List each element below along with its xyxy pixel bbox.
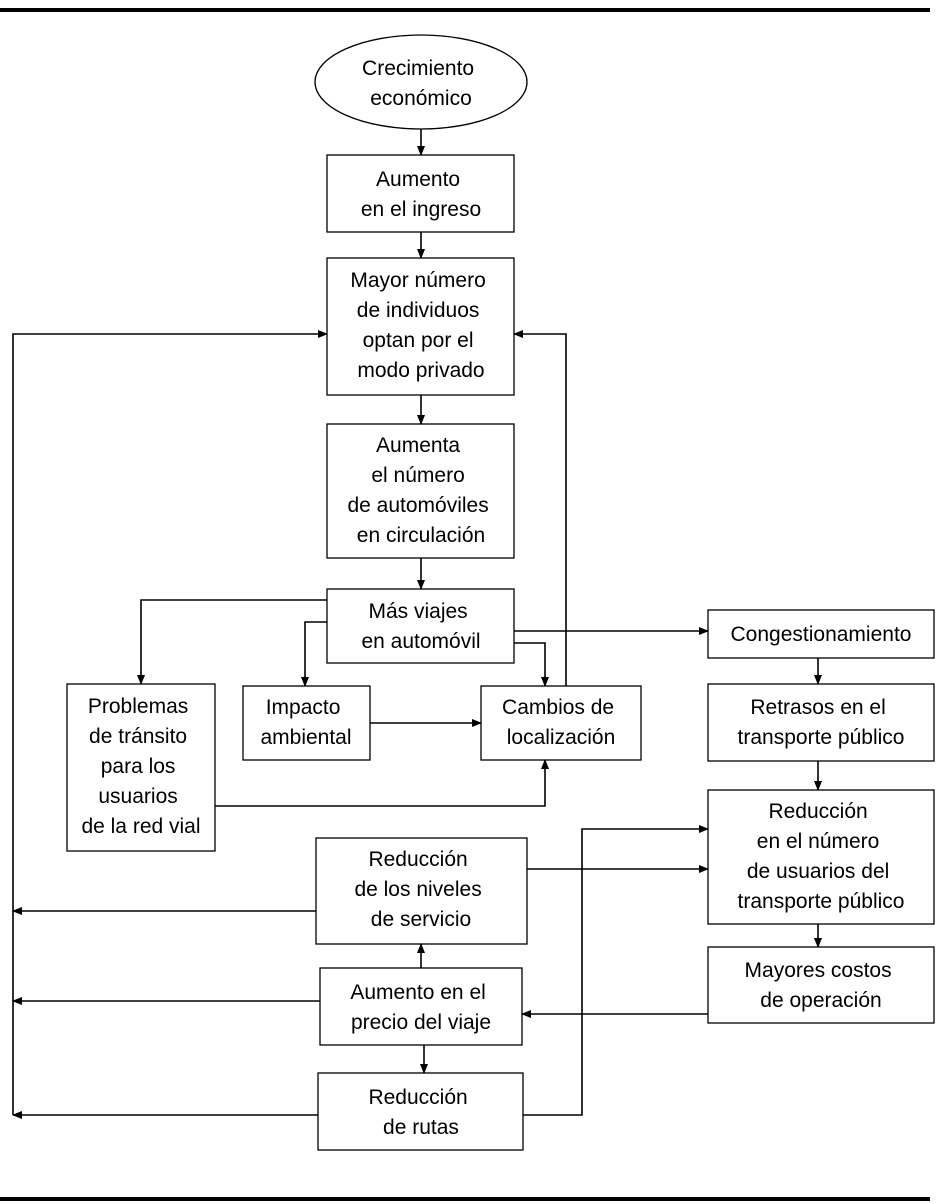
edge-viajes-impacto [301, 621, 327, 687]
svg-text:Reducción de los niveles: Reducción de los niveles de servicio [354, 848, 487, 931]
svg-text:Reducción en el número: Reducción en el número de usuarios del t… [738, 800, 905, 913]
node-reduccion-niveles: Reducción de los niveles de servicio [315, 837, 528, 945]
svg-text:Aumenta el número: Aumenta el número de automóviles en circ… [347, 434, 494, 547]
edge-viajes-problemas [137, 599, 327, 685]
node-retrasos-transporte: Retrasos en el transporte público [707, 683, 935, 762]
node-aumento-precio: Aumento en el precio del viaje [319, 967, 523, 1046]
svg-text:Problemas de tránsito: Problemas de tránsito para los usuarios … [81, 695, 200, 838]
node-automoviles-circulacion: Aumenta el número de automóviles en circ… [326, 423, 515, 559]
node-modo-privado: Mayor número de individuos optan por el … [326, 257, 515, 396]
edge-left-loop-to-privado [12, 330, 328, 1115]
svg-text:Aumento en el precio del: Aumento en el precio del viaje [350, 981, 491, 1034]
node-reduccion-rutas: Reducción de rutas [317, 1072, 524, 1151]
svg-text:Mayores costos de operac: Mayores costos de operación [745, 959, 898, 1012]
edge-viajes-localizacion [514, 642, 549, 687]
node-reduccion-usuarios: Reducción en el número de usuarios del t… [707, 789, 935, 925]
svg-text:Crecimiento económico: Crecimiento económico [362, 57, 480, 110]
svg-text:Cambios de localización: Cambios de localización [502, 696, 620, 749]
node-mayores-costos: Mayores costos de operación [707, 946, 935, 1024]
svg-text:Aumento en el ingreso: Aumento en el ingreso [361, 168, 481, 221]
svg-text:Mayor número de individu: Mayor número de individuos optan por el … [350, 269, 491, 382]
node-impacto-ambiental: Impacto ambiental [242, 685, 371, 761]
node-problemas-transito: Problemas de tránsito para los usuarios … [66, 683, 216, 852]
node-crecimiento-economico: Crecimiento económico [314, 34, 528, 130]
edge-localizacion-privado [513, 330, 567, 686]
edge-problemas-localizacion [215, 759, 549, 807]
svg-text:Impacto ambiental: Impacto ambiental [260, 696, 351, 749]
edge-rutas-usuarios [523, 825, 709, 1116]
node-congestionamiento: Congestionamiento [707, 609, 935, 659]
node-aumento-ingreso: Aumento en el ingreso [326, 154, 515, 233]
node-mas-viajes: Más viajes en automóvil [326, 588, 515, 664]
node-cambios-localizacion: Cambios de localización [480, 685, 642, 761]
svg-text:Retrasos en el transport: Retrasos en el transporte público [738, 696, 905, 749]
svg-text:Reducción de rutas: Reducción de rutas [368, 1086, 473, 1139]
svg-text:Congestionamiento: Congestionamiento [731, 623, 912, 646]
svg-text:Más viajes en automóvil: Más viajes en automóvil [361, 600, 480, 653]
